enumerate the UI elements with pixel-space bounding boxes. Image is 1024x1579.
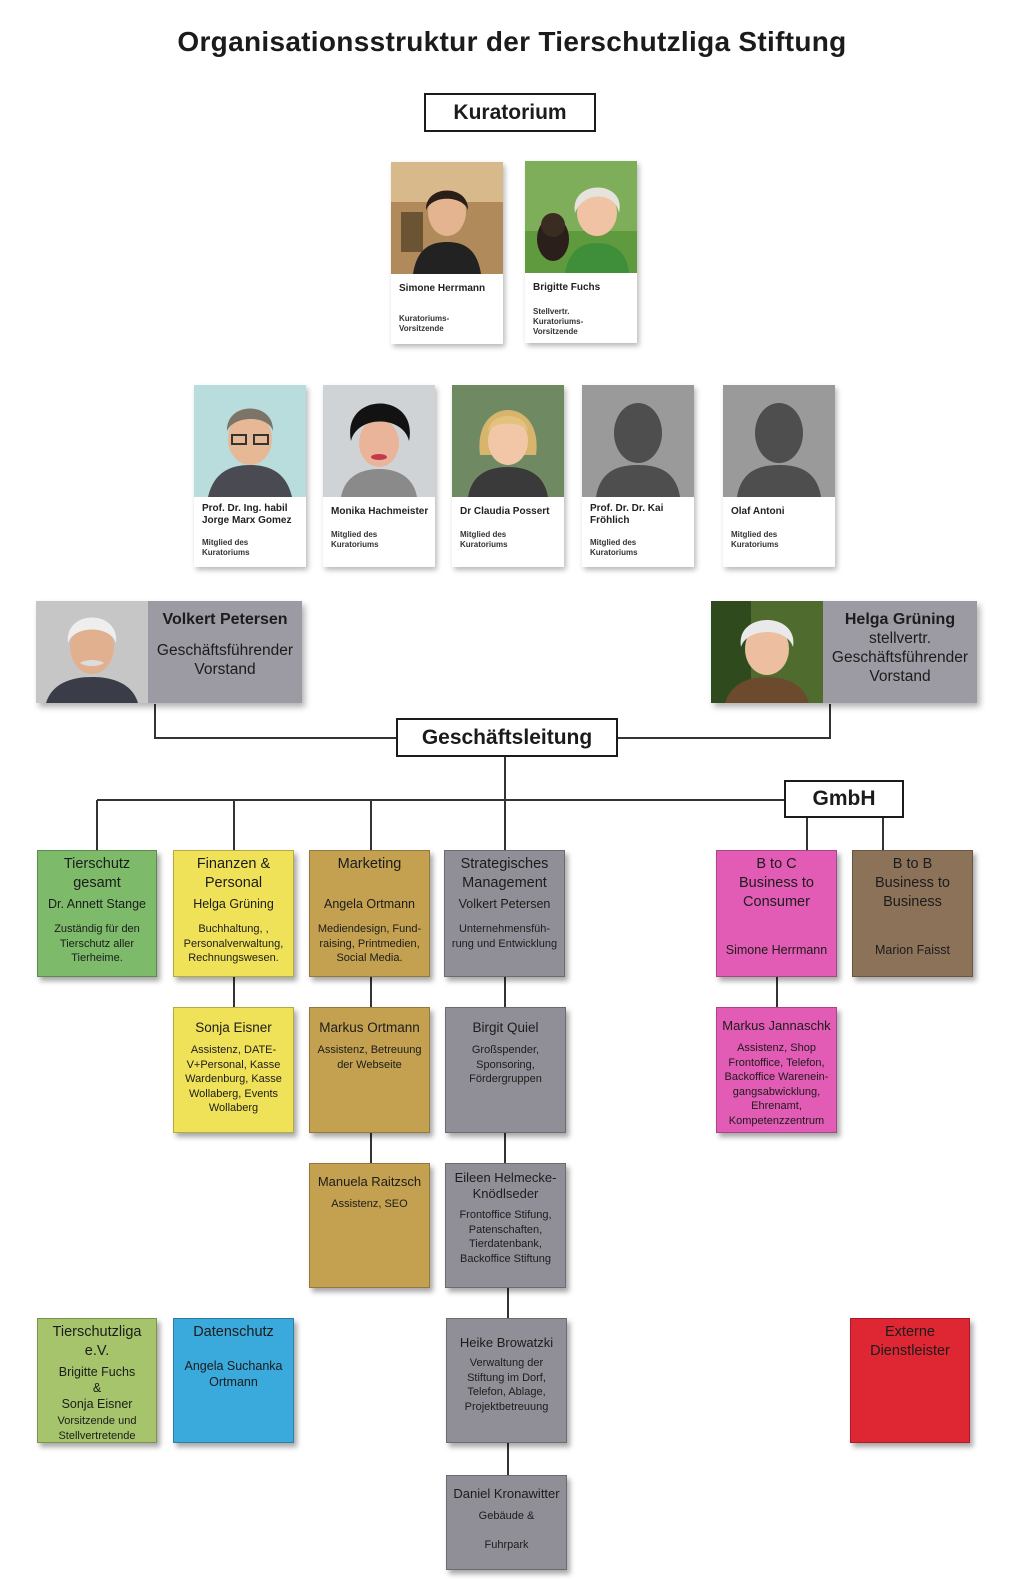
woman-black-hair-photo: [323, 385, 435, 497]
dept-tierschutz: Tierschutz gesamt Dr. Annett Stange Zust…: [37, 850, 157, 977]
dept-desc: Mediendesign, Fund- raising, Printmedien…: [317, 923, 422, 964]
dept-title: Tierschutz gesamt: [63, 856, 131, 891]
silhouette-placeholder: [582, 385, 694, 497]
staff-jannaschk: Markus Jannaschk Assistenz, Shop Frontof…: [716, 1007, 837, 1133]
dept-finanzen: Finanzen & Personal Helga Grüning Buchha…: [173, 850, 294, 977]
board-name: Simone Herrmann: [399, 283, 486, 294]
man-glasses-photo: [194, 385, 306, 497]
board-name: Prof. Dr. Dr. Kai Fröhlich: [590, 503, 664, 526]
dept-person: Marion Faisst: [874, 943, 951, 957]
dept-person: Simone Herrmann: [725, 943, 828, 957]
staff-name: Markus Ortmann: [319, 1020, 420, 1035]
dept-marketing: Marketing Angela Ortmann Mediendesign, F…: [309, 850, 430, 977]
board-card-hachmeister: Monika Hachmeister Mitglied des Kuratori…: [323, 385, 435, 567]
dept-title: Marketing: [337, 856, 402, 872]
silhouette-placeholder: [723, 385, 835, 497]
board-card-herrmann: Simone Herrmann Kuratoriums- Vorsitzende: [391, 162, 503, 344]
man-grey-hair-photo: [36, 601, 148, 703]
staff-eisner: Sonja Eisner Assistenz, DATE- V+Personal…: [173, 1007, 294, 1133]
org-title: Datenschutz: [193, 1324, 274, 1340]
staff-desc: Fuhrpark: [484, 1538, 529, 1551]
dept-desc: Buchhaltung, , Personalverwaltung, Rechn…: [183, 923, 284, 964]
leader-role: stellvertr. Geschäftsführender Vorstand: [831, 630, 969, 685]
staff-name: Eileen Helmecke- Knödlseder: [454, 1170, 557, 1201]
org-person: Angela Suchanka Ortmann: [184, 1359, 283, 1389]
leader-name: Volkert Petersen: [162, 611, 288, 628]
staff-name: Birgit Quiel: [472, 1020, 539, 1035]
leader-name: Helga Grüning: [844, 611, 956, 628]
org-title: Externe Dienstleister: [870, 1324, 950, 1359]
staff-name: Markus Jannaschk: [722, 1018, 831, 1033]
dept-person: Helga Grüning: [193, 897, 274, 911]
staff-raitzsch: Manuela Raitzsch Assistenz, SEO: [309, 1163, 430, 1288]
board-name: Olaf Antoni: [731, 506, 785, 517]
board-role: Mitglied des Kuratoriums: [590, 538, 638, 557]
management-header: Geschäftsleitung: [396, 718, 618, 757]
staff-name: Manuela Raitzsch: [317, 1174, 422, 1189]
board-name: Dr Claudia Possert: [460, 506, 550, 517]
dept-btoc: B to C Business to Consumer Simone Herrm…: [716, 850, 837, 977]
board-role: Mitglied des Kuratoriums: [202, 538, 250, 557]
staff-quiel: Birgit Quiel Großspender, Sponsoring, Fö…: [445, 1007, 566, 1133]
board-role: Stellvertr. Kuratoriums- Vorsitzende: [533, 307, 584, 336]
dept-desc: Zuständig für den Tierschutz aller Tierh…: [54, 923, 140, 964]
board-card-gomez: Prof. Dr. Ing. habil Jorge Marx Gomez Mi…: [194, 385, 306, 567]
staff-desc: Frontoffice Stifung, Patenschaften, Tier…: [459, 1209, 552, 1265]
staff-helmecke: Eileen Helmecke- Knödlseder Frontoffice …: [445, 1163, 566, 1288]
staff-desc: Assistenz, SEO: [331, 1198, 408, 1210]
board-role: Mitglied des Kuratoriums: [331, 530, 379, 549]
org-desc: Vorsitzende und Stellvertretende: [57, 1415, 137, 1442]
dept-title: B to C Business to Consumer: [739, 856, 814, 910]
dept-title: Strategisches Management: [460, 856, 549, 891]
board-card-froehlich: Prof. Dr. Dr. Kai Fröhlich Mitglied des …: [582, 385, 694, 567]
gmbh-header: GmbH: [784, 780, 904, 818]
dept-strategie: Strategisches Management Volkert Peterse…: [444, 850, 565, 977]
org-datenschutz: Datenschutz Angela Suchanka Ortmann: [173, 1318, 294, 1443]
staff-desc: Assistenz, Shop Frontoffice, Telefon, Ba…: [724, 1042, 829, 1127]
page-title: Organisationsstruktur der Tierschutzliga…: [177, 26, 847, 57]
dept-person: Volkert Petersen: [458, 897, 551, 911]
board-role: Mitglied des Kuratoriums: [731, 530, 779, 549]
woman-with-dog-photo: [525, 161, 637, 273]
dept-person: Dr. Annett Stange: [48, 897, 146, 911]
leader-gruening: Helga Grüning stellvertr. Geschäftsführe…: [711, 601, 977, 703]
staff-desc: Gebäude &: [478, 1510, 535, 1522]
board-role: Mitglied des Kuratoriums: [460, 530, 508, 549]
staff-desc: Assistenz, DATE- V+Personal, Kasse Warde…: [185, 1044, 282, 1114]
org-person: Brigitte Fuchs & Sonja Eisner: [58, 1365, 136, 1411]
dept-btob: B to B Business to Business Marion Faiss…: [852, 850, 973, 977]
dept-person: Angela Ortmann: [323, 897, 416, 911]
dept-title: Finanzen & Personal: [196, 856, 271, 891]
woman-blonde-photo: [452, 385, 564, 497]
board-card-antoni: Olaf Antoni Mitglied des Kuratoriums: [723, 385, 835, 567]
board-name: Brigitte Fuchs: [533, 282, 601, 293]
leader-petersen: Volkert Petersen Geschäftsführender Vors…: [36, 601, 302, 703]
staff-name: Sonja Eisner: [195, 1020, 272, 1035]
dept-title: B to B Business to Business: [875, 856, 950, 910]
org-title: Tierschutzliga e.V.: [52, 1324, 142, 1359]
staff-markus-ortmann: Markus Ortmann Assistenz, Betreuung der …: [309, 1007, 430, 1133]
woman-dark-hair-photo: [391, 162, 503, 274]
dept-desc: Unternehmensfüh- rung und Entwicklung: [451, 923, 558, 950]
board-card-fuchs: Brigitte Fuchs Stellvertr. Kuratoriums- …: [525, 161, 637, 343]
staff-name: Daniel Kronawitter: [453, 1486, 560, 1501]
board-role: Kuratoriums- Vorsitzende: [399, 314, 450, 333]
staff-name: Heike Browatzki: [459, 1335, 554, 1350]
woman-white-hair-photo: [711, 601, 823, 703]
staff-desc: Verwaltung der Stiftung im Dorf, Telefon…: [464, 1357, 549, 1413]
staff-desc: Großspender, Sponsoring, Fördergruppen: [469, 1044, 542, 1085]
board-card-possert: Dr Claudia Possert Mitglied des Kuratori…: [452, 385, 564, 567]
kuratorium-header: Kuratorium: [424, 93, 596, 132]
staff-desc: Assistenz, Betreuung der Webseite: [317, 1044, 422, 1071]
staff-kronawitter: Daniel Kronawitter Gebäude & Fuhrpark: [446, 1475, 567, 1570]
board-name: Monika Hachmeister: [331, 506, 429, 517]
board-name: Prof. Dr. Ing. habil Jorge Marx Gomez: [202, 503, 292, 526]
leader-role: Geschäftsführender Vorstand: [156, 642, 294, 678]
org-tierschutzliga-ev: Tierschutzliga e.V. Brigitte Fuchs & Son…: [37, 1318, 157, 1443]
org-externe-dienstleister: Externe Dienstleister: [850, 1318, 970, 1443]
staff-browatzki: Heike Browatzki Verwaltung der Stiftung …: [446, 1318, 567, 1443]
